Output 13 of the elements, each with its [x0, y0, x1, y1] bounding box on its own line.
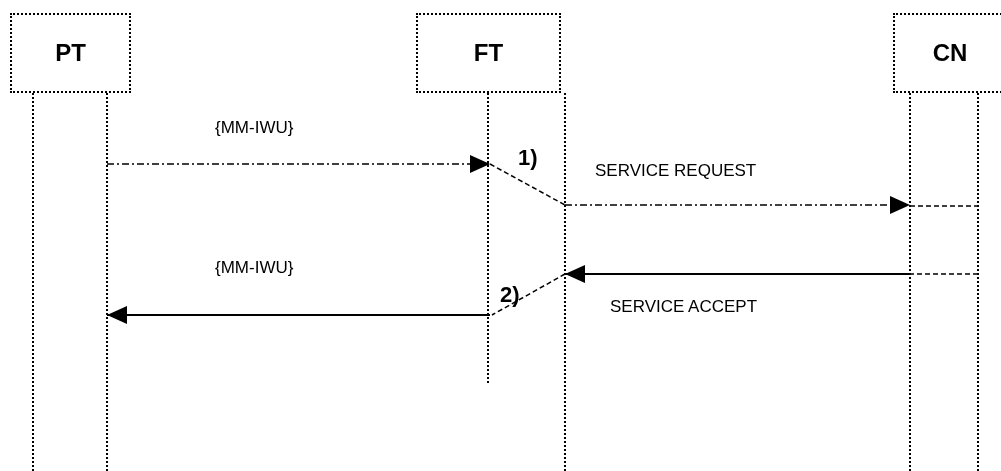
edge-label: SERVICE REQUEST [595, 161, 757, 181]
edge-label: SERVICE ACCEPT [610, 297, 758, 317]
edge-label: {MM-IWU} [215, 118, 294, 138]
edge-label: {MM-IWU} [215, 258, 294, 278]
message-arrow [564, 196, 911, 214]
participant-label: PT [55, 39, 86, 67]
participant-label: FT [473, 39, 504, 67]
step-number: 2) [500, 282, 520, 308]
step-number: 1) [518, 145, 538, 171]
participant-label: CN [932, 39, 968, 67]
message-arrow [106, 306, 491, 324]
message-arrow [106, 155, 491, 173]
message-arrow [564, 265, 911, 283]
